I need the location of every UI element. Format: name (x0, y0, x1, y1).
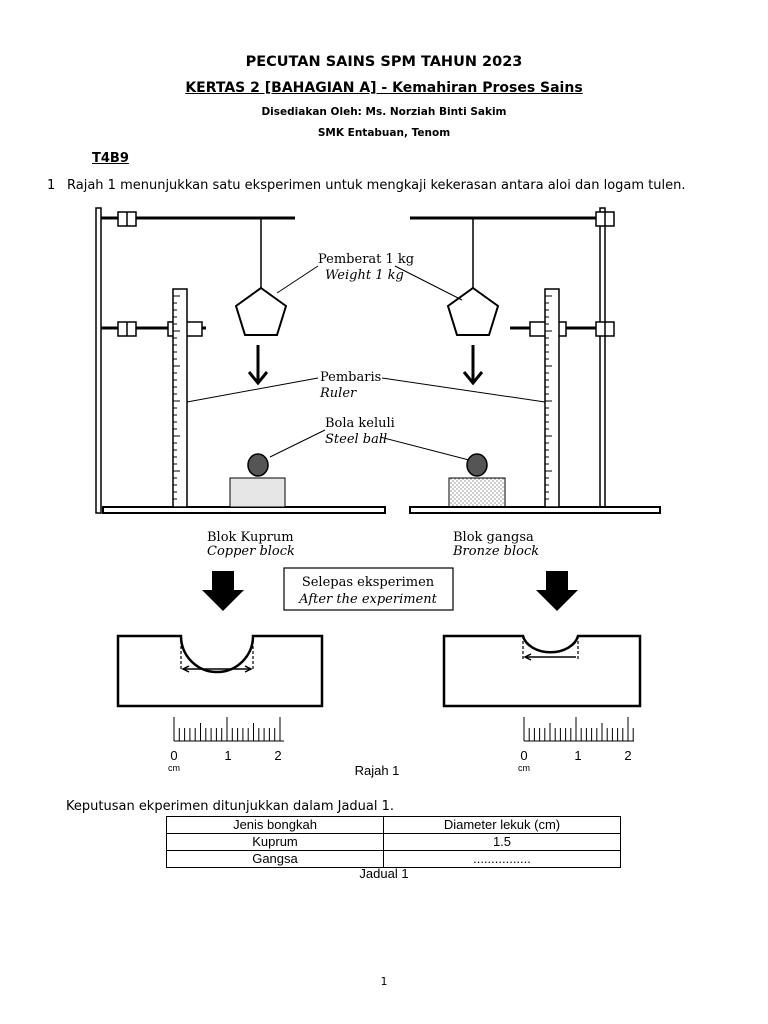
bronze-scale-label-2: 2 (624, 748, 631, 763)
paper-prefix: KERTAS 2 [BAHAGIAN A] (185, 80, 377, 96)
copper-block (229, 477, 286, 508)
after-label-ms: Selepas eksperimen (302, 575, 435, 590)
after-experiment-box (283, 567, 454, 611)
paper-suffix: - Kemahiran Proses Sains (376, 80, 583, 96)
bronze-scale-label-0: 0 (520, 748, 527, 763)
bronze-result-block (442, 634, 642, 708)
left-retort-rod (95, 207, 102, 514)
left-result-arrow (202, 571, 244, 611)
experiment-diagram: Pemberat 1 kg Weight 1 kg Pembaris Ruler… (95, 207, 661, 778)
table-header-row: Jenis bongkah Diameter lekuk (cm) (166, 816, 621, 834)
topic-code: T4B9 (92, 151, 129, 166)
right-apparatus (379, 207, 661, 514)
copper-block-label-ms: Blok Kuprum (207, 530, 294, 545)
right-base (409, 506, 661, 514)
ball-label-en: Steel ball (325, 432, 387, 447)
bronze-block (448, 477, 506, 508)
bronze-scale-unit: cm (518, 763, 530, 773)
diagram-caption: Rajah 1 (355, 763, 400, 778)
table-caption: Jadual 1 (359, 866, 409, 881)
paper-heading: KERTAS 2 [BAHAGIAN A] - Kemahiran Proses… (0, 80, 768, 96)
page-number: 1 (380, 975, 388, 988)
copper-block-label-en: Copper block (207, 544, 295, 559)
document-title: PECUTAN SAINS SPM TAHUN 2023 (245, 54, 523, 70)
right-retort-rod (599, 207, 606, 514)
after-label-en: After the experiment (298, 592, 437, 607)
copper-scale (173, 717, 284, 742)
ruler-label-en: Ruler (319, 386, 357, 401)
results-intro: Keputusan ekperimen ditunjukkan dalam Ja… (66, 799, 395, 814)
copper-scale-label-0: 0 (170, 748, 177, 763)
left-ruler (172, 288, 188, 508)
copper-result-block (116, 634, 324, 708)
question-number: 1 (47, 178, 56, 193)
bronze-scale (523, 717, 634, 742)
table-row: Kuprum 1.5 (166, 833, 621, 851)
weight-label-en: Weight 1 kg (325, 268, 404, 283)
copper-scale-label-1: 1 (224, 748, 231, 763)
bronze-block-label-ms: Blok gangsa (453, 530, 534, 545)
table-cell: 1.5 (383, 833, 621, 851)
left-steel-ball (247, 453, 269, 477)
right-weight (446, 286, 500, 336)
right-ruler (544, 288, 560, 508)
ball-label-ms: Bola keluli (325, 416, 395, 431)
right-steel-ball (466, 453, 488, 477)
right-result-arrow (536, 571, 578, 611)
prepared-by: Disediakan Oleh: Ms. Norziah Binti Sakim (261, 106, 507, 118)
question-text: Rajah 1 menunjukkan satu eksperimen untu… (67, 178, 686, 193)
copper-scale-unit: cm (168, 763, 180, 773)
bronze-block-label-en: Bronze block (452, 544, 539, 559)
table-cell: ................ (383, 850, 621, 868)
ruler-label-ms: Pembaris (320, 370, 381, 385)
left-apparatus (95, 207, 386, 514)
table-row: Gangsa ................ (166, 850, 621, 868)
results-table: Jenis bongkah Diameter lekuk (cm) Kuprum… (166, 816, 621, 868)
table-cell: Kuprum (166, 833, 384, 851)
table-cell: Gangsa (166, 850, 384, 868)
left-weight (234, 286, 288, 336)
table-header-cell: Diameter lekuk (cm) (383, 816, 621, 834)
table-header-cell: Jenis bongkah (166, 816, 384, 834)
bronze-scale-label-1: 1 (574, 748, 581, 763)
left-base (102, 506, 386, 514)
weight-label-ms: Pemberat 1 kg (318, 252, 414, 267)
copper-scale-label-2: 2 (274, 748, 281, 763)
school-name: SMK Entabuan, Tenom (317, 127, 451, 139)
